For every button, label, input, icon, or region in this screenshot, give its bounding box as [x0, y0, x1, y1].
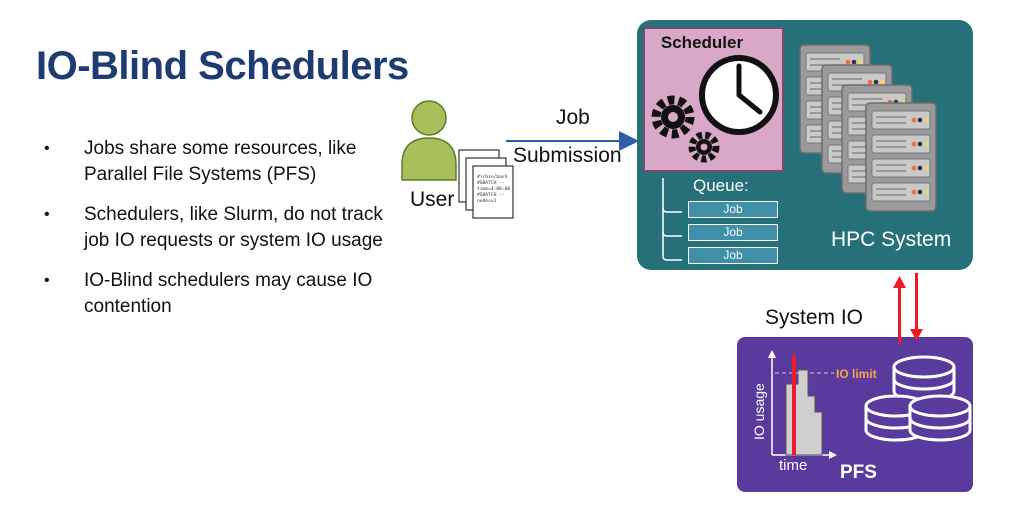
script-line: #!/bin/bash: [477, 174, 508, 180]
submission-label: Submission: [513, 144, 622, 167]
hpc-system-label: HPC System: [831, 228, 952, 251]
io-usage-label: IO usage: [751, 383, 767, 440]
scheduler-label: Scheduler: [660, 33, 744, 52]
system-io-arrows: [893, 273, 923, 344]
io-limit-label: IO limit: [836, 367, 877, 381]
database-icon: [864, 355, 972, 442]
pfs-label: PFS: [840, 462, 877, 483]
job-script-icon: #!/bin/bash #SBATCH -- time=4:00:00 #SBA…: [458, 149, 514, 219]
job-label: Job: [556, 106, 590, 129]
script-line: time=4:00:00: [477, 186, 510, 192]
user-label: User: [410, 188, 455, 211]
clock-icon: [699, 55, 779, 135]
queue-job-item: Job: [688, 201, 778, 218]
bullet-list: Jobs share some resources, like Parallel…: [42, 136, 402, 334]
script-line: nodes=1: [477, 198, 497, 204]
server-rack-icon: [799, 44, 937, 212]
io-usage-chart: [768, 350, 837, 459]
script-line: #SBATCH --: [477, 180, 505, 186]
bullet-item: Schedulers, like Slurm, do not track job…: [42, 202, 402, 254]
gear-icon: [651, 95, 720, 163]
script-line: #SBATCH --: [477, 192, 505, 198]
bullet-item: IO-Blind schedulers may cause IO content…: [42, 268, 402, 320]
system-io-label: System IO: [765, 306, 864, 329]
queue-label: Queue:: [693, 176, 749, 195]
slide-title: IO-Blind Schedulers: [36, 44, 409, 88]
user-icon: [401, 100, 457, 181]
queue-bracket: [662, 178, 682, 261]
queue-job-item: Job: [688, 247, 778, 264]
time-label: time: [779, 457, 808, 474]
bullet-item: Jobs share some resources, like Parallel…: [42, 136, 402, 188]
queue-job-item: Job: [688, 224, 778, 241]
